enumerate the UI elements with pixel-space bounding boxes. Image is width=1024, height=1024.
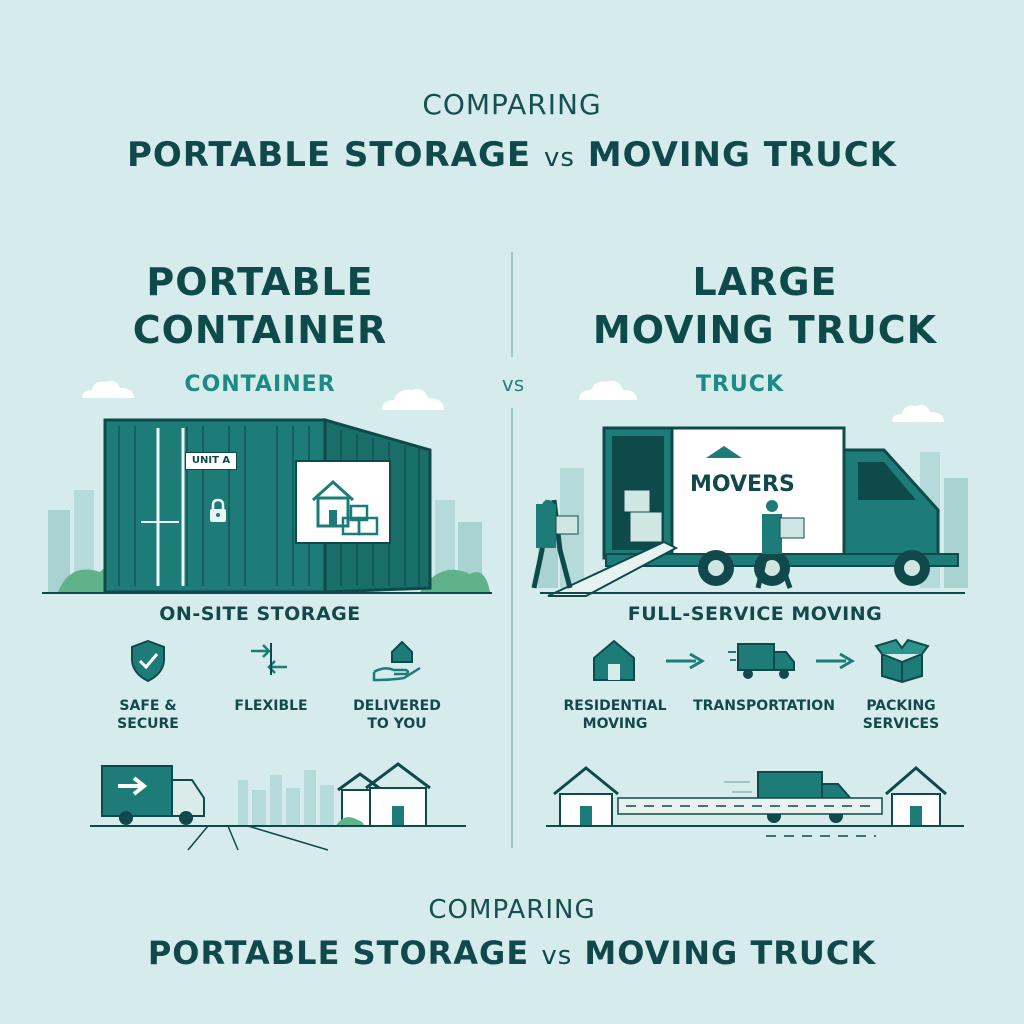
cloud-icon: [579, 381, 637, 400]
right-subtitle: TRUCK: [695, 372, 784, 397]
footer-title: PORTABLE STORAGE vs MOVING TRUCK: [0, 934, 1024, 972]
cloud-icon: [892, 404, 944, 422]
padlock-icon: [210, 498, 226, 522]
truck-brand-text: MOVERS: [690, 472, 795, 497]
footer-title-vs: vs: [541, 941, 573, 971]
moving-truck: [531, 426, 959, 597]
right-section-title: FULL-SERVICE MOVING: [627, 603, 883, 625]
left-title: PORTABLE CONTAINER: [80, 258, 440, 354]
left-title-line1: PORTABLE: [146, 260, 374, 304]
flexible-arrows-icon: [251, 643, 287, 675]
arrow-right-icon: [666, 652, 705, 670]
left-title-line2: CONTAINER: [132, 308, 388, 352]
open-box-icon: [874, 638, 930, 684]
shield-check-icon: [131, 639, 165, 683]
city-skyline: [48, 490, 490, 592]
cloud-icon: [382, 389, 444, 410]
left-ground-line: [42, 592, 492, 594]
feature-label: TRANSPORTATION: [693, 698, 835, 714]
right-title: LARGE MOVING TRUCK: [570, 258, 960, 354]
cloud-icon: [82, 380, 134, 398]
feature-label: DELIVERED TO YOU: [353, 698, 441, 732]
feature-label: RESIDENTIAL MOVING: [563, 698, 667, 732]
left-section-title: ON-SITE STORAGE: [159, 603, 361, 625]
footer-title-left: PORTABLE STORAGE: [147, 934, 530, 972]
header-kicker: COMPARING: [422, 88, 602, 121]
house-icon: [593, 639, 635, 681]
arrow-right-icon: [816, 652, 855, 670]
header-title: PORTABLE STORAGE vs MOVING TRUCK: [0, 135, 1024, 175]
moving-route-scene: [546, 766, 964, 837]
feature-label: PACKING SERVICES: [862, 698, 940, 732]
divider-line-top: [511, 252, 513, 357]
feature-label: FLEXIBLE: [234, 698, 308, 714]
container-unit-label: UNIT A: [185, 452, 237, 470]
header-title-vs: vs: [543, 143, 575, 173]
container-house-sign: [295, 460, 391, 544]
truck-icon: [728, 643, 795, 679]
left-subtitle: CONTAINER: [184, 372, 336, 397]
divider-vs: vs: [501, 372, 525, 396]
hand-house-icon: [372, 640, 421, 682]
right-title-line2: MOVING TRUCK: [592, 308, 938, 352]
header-title-left: PORTABLE STORAGE: [126, 135, 532, 175]
footer-kicker: COMPARING: [428, 895, 596, 925]
footer-title-right: MOVING TRUCK: [584, 934, 877, 972]
right-title-line1: LARGE: [692, 260, 838, 304]
divider-line-bottom: [511, 408, 513, 848]
delivery-scene: [90, 762, 466, 851]
feature-label: SAFE & SECURE: [117, 698, 179, 732]
header-title-right: MOVING TRUCK: [587, 135, 898, 175]
right-ground-line: [540, 592, 965, 594]
